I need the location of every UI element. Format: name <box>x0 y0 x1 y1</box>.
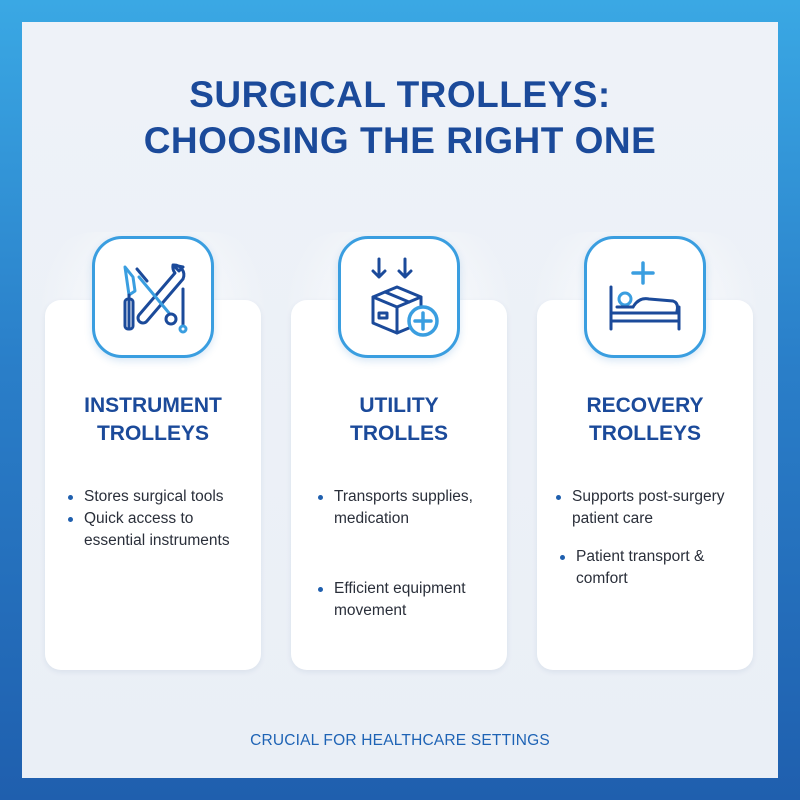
bullet-item: Patient transport & comfort <box>560 546 740 590</box>
utility-icon-box <box>338 236 460 358</box>
recovery-trolleys-card <box>537 300 753 670</box>
recovery-trolleys-title: RECOVERY TROLLEYS <box>537 392 753 448</box>
utility-trolleys-card <box>291 300 507 670</box>
instrument-bullets: Stores surgical tools Quick access to es… <box>68 486 258 552</box>
recovery-bullets-2: Patient transport & comfort <box>560 546 740 590</box>
footer-tagline: CRUCIAL FOR HEALTHCARE SETTINGS <box>250 732 550 749</box>
bullet-item: Quick access to essential instruments <box>68 508 258 552</box>
utility-trolleys-title: UTILITY TROLLES <box>291 392 507 448</box>
bullet-item: Transports supplies, medication <box>318 486 498 530</box>
instrument-icon-box <box>92 236 214 358</box>
card-title-line: TROLLEYS <box>588 422 701 445</box>
recovery-bullets: Supports post-surgery patient care <box>556 486 746 530</box>
bullet-item: Efficient equipment movement <box>318 578 498 622</box>
bullet-item: Supports post-surgery patient care <box>556 486 746 530</box>
card-title-line: RECOVERY <box>586 394 704 417</box>
utility-bullets: Transports supplies, medication <box>318 486 498 530</box>
card-title-line: TROLLES <box>350 422 448 445</box>
card-title-line: INSTRUMENT <box>84 394 222 417</box>
page-title-line-1: SURGICAL TROLLEYS: <box>189 74 611 115</box>
supply-box-icon <box>371 257 439 337</box>
instrument-trolleys-title: INSTRUMENT TROLLEYS <box>45 392 261 448</box>
surgical-tools-icon <box>123 263 188 334</box>
instrument-trolleys-card <box>45 300 261 670</box>
card-title-line: TROLLEYS <box>96 422 209 445</box>
bullet-item: Stores surgical tools <box>68 486 258 508</box>
utility-bullets-2: Efficient equipment movement <box>318 578 498 622</box>
recovery-icon-box <box>584 236 706 358</box>
patient-bed-icon <box>609 261 681 331</box>
card-title-line: UTILITY <box>359 394 439 417</box>
page-title-line-2: CHOOSING THE RIGHT ONE <box>143 120 657 161</box>
page-title: SURGICAL TROLLEYS: CHOOSING THE RIGHT ON… <box>0 72 800 164</box>
